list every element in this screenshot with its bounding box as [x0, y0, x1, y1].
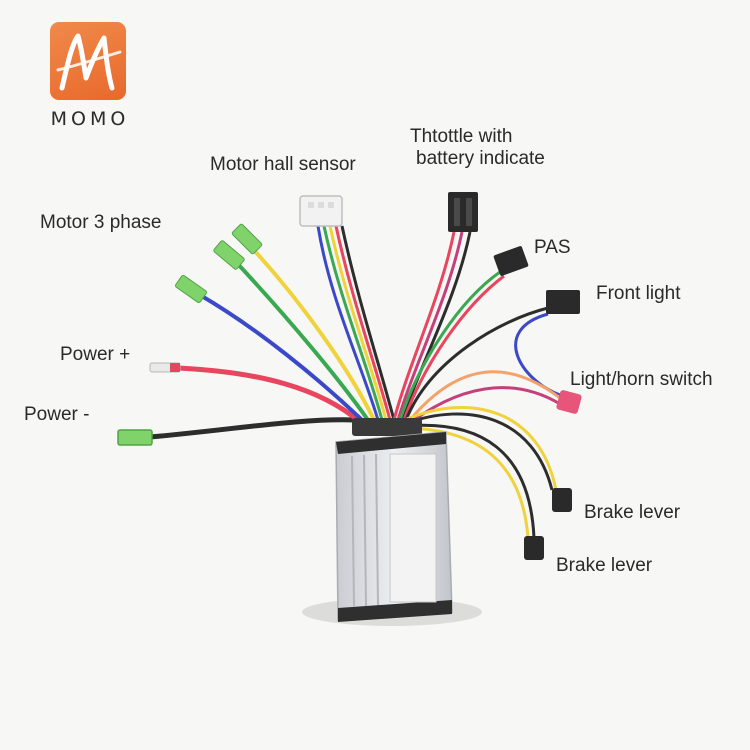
connector-phase-yellow [231, 223, 263, 255]
connector-brake-lever-1 [552, 488, 572, 512]
label-pas: PAS [534, 237, 571, 258]
wire-brake-1a [399, 405, 558, 491]
label-motor-3-phase: Motor 3 phase [40, 212, 162, 233]
wire-throttle-2 [396, 231, 464, 421]
connector-brake-lever-2 [524, 536, 544, 560]
connector-front-light [546, 290, 580, 314]
brand-logo [50, 22, 126, 100]
connector-throttle [448, 192, 478, 232]
connector-power-plus [149, 362, 181, 373]
wire-hall-5 [340, 225, 396, 421]
label-light-horn-switch: Light/horn switch [570, 369, 713, 390]
wire-horn-switch-2 [413, 386, 561, 422]
label-throttle-line1: Thtottle with [410, 126, 513, 147]
label-brake-lever-1: Brake lever [584, 502, 681, 523]
connector-light-horn-switch [556, 390, 582, 414]
label-motor-hall-sensor: Motor hall sensor [210, 154, 356, 175]
controller-housing [335, 418, 453, 622]
wire-horn-switch-1 [408, 370, 561, 421]
wire-phase-green [234, 260, 370, 422]
wire-hall-2 [322, 225, 384, 421]
connector-phase-green [213, 240, 245, 270]
connector-phase-blue [174, 274, 208, 304]
wire-pas-2 [402, 274, 505, 421]
wire-brake-2a [405, 423, 536, 539]
wire-brake-1b [403, 412, 554, 491]
wire-power-plus [177, 365, 362, 424]
wire-phase-yellow [250, 246, 376, 421]
brand-name: MOMO [50, 108, 130, 130]
connector-power-minus [117, 429, 153, 446]
wire-power-minus [149, 417, 356, 440]
label-brake-lever-2: Brake lever [556, 555, 653, 576]
label-power-minus: Power - [24, 404, 90, 425]
wire-brake-2b [407, 426, 530, 539]
label-front-light: Front light [596, 283, 681, 304]
connector-hall-sensor [299, 195, 343, 227]
wire-throttle-1 [392, 231, 456, 421]
wire-hall-4 [334, 225, 392, 421]
wire-hall-3 [328, 225, 388, 421]
connector-pas [493, 246, 529, 276]
wire-phase-blue [198, 293, 364, 422]
wire-hall-1 [316, 225, 380, 421]
label-power-plus: Power + [60, 344, 131, 365]
logo-mark-icon [56, 33, 122, 91]
wire-front-light-1 [404, 306, 549, 421]
label-throttle-line2: battery indicate [416, 148, 545, 169]
wire-pas-1 [398, 270, 501, 421]
wire-throttle-3 [400, 231, 472, 421]
